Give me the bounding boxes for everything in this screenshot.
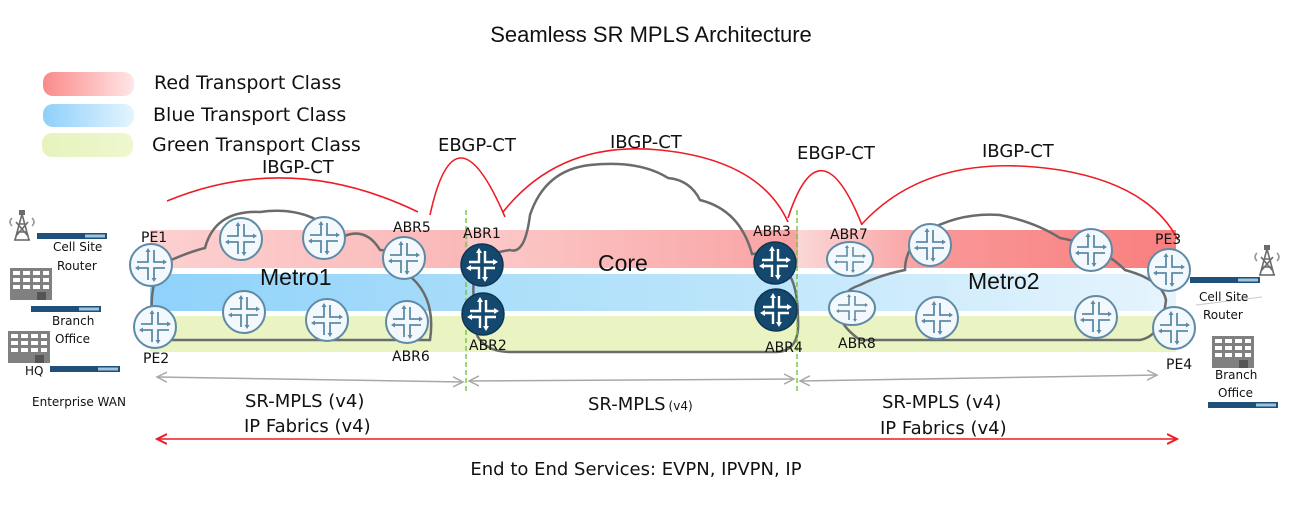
- arc-ebgp-left: [429, 157, 506, 218]
- right-cell-tower-icon: [1254, 244, 1280, 276]
- router-abr3[interactable]: [752, 240, 798, 286]
- router-abr8[interactable]: [828, 290, 876, 326]
- label-pe4: PE4: [1166, 357, 1192, 373]
- segment-metro1-line2: IP Fabrics (v4): [244, 416, 371, 437]
- legend-swatch-blue: [43, 104, 134, 127]
- segment-metro2-line2: IP Fabrics (v4): [880, 418, 1007, 439]
- legend-label-blue: Blue Transport Class: [153, 104, 346, 126]
- router-abr5[interactable]: [382, 236, 426, 280]
- right-branch-label-2: Office: [1218, 386, 1253, 400]
- router-pe1[interactable]: [129, 243, 173, 287]
- domain-label-core: Core: [598, 250, 648, 276]
- label-pe1: PE1: [141, 230, 167, 246]
- router-abr2[interactable]: [460, 291, 506, 337]
- diagram-title: Seamless SR MPLS Architecture: [490, 22, 812, 47]
- left-sites: Cell Site Router Branch Office HQ Enterp…: [8, 209, 126, 409]
- arc-ibgp-core: [502, 148, 789, 223]
- services-label: End to End Services: EVPN, IPVPN, IP: [470, 459, 801, 480]
- label-abr4: ABR4: [765, 340, 803, 356]
- segment-core: SR-MPLS(v4): [588, 394, 693, 415]
- router-abr7[interactable]: [826, 241, 874, 277]
- session-label-ebgp-right: EBGP-CT: [797, 143, 876, 164]
- router-pe4[interactable]: [1152, 306, 1196, 350]
- left-branch-label-1: Branch: [52, 314, 94, 328]
- router-metro2-top-b[interactable]: [1069, 228, 1113, 272]
- left-cell-site-label-1: Cell Site: [53, 240, 102, 254]
- label-abr8: ABR8: [838, 336, 876, 352]
- hq-building-icon: [8, 331, 50, 363]
- domain-label-metro1: Metro1: [260, 264, 332, 290]
- cell-site-router-icon: [37, 233, 107, 239]
- span-arrows: [157, 375, 1157, 382]
- segment-metro2-line1: SR-MPLS (v4): [882, 392, 1001, 413]
- hq-router-icon: [50, 366, 120, 372]
- legend-swatch-green: [42, 133, 133, 157]
- router-metro1-bot-b[interactable]: [305, 298, 349, 342]
- segment-core-main: SR-MPLS: [588, 394, 666, 415]
- legend-swatch-red: [43, 72, 134, 96]
- router-metro1-top-b[interactable]: [302, 216, 346, 260]
- cell-tower-icon: [9, 209, 35, 241]
- right-cell-site-label-2: Router: [1203, 308, 1243, 322]
- left-hq-label: HQ: [25, 364, 43, 378]
- right-cell-site-label-1: Cell Site: [1199, 290, 1248, 304]
- node-labels: PE1 PE2 ABR5 ABR6 ABR1 ABR2 ABR3 ABR4 AB…: [141, 220, 1192, 373]
- right-branch-building-icon: [1212, 336, 1254, 368]
- arc-ebgp-right: [787, 169, 863, 226]
- label-abr3: ABR3: [753, 224, 791, 240]
- enterprise-wan-label: Enterprise WAN: [32, 395, 126, 409]
- label-abr6: ABR6: [392, 349, 430, 365]
- router-metro2-bot-a[interactable]: [915, 296, 959, 340]
- label-abr2: ABR2: [469, 338, 507, 354]
- left-cell-site-label-2: Router: [57, 259, 97, 273]
- session-arcs: [166, 148, 1179, 241]
- legend: Red Transport Class Blue Transport Class…: [42, 72, 361, 157]
- right-branch-router-icon: [1208, 402, 1278, 408]
- span-arrow-core: [469, 379, 794, 381]
- left-branch-label-2: Office: [55, 332, 90, 346]
- right-branch-label-1: Branch: [1215, 368, 1257, 382]
- router-metro1-bot-a[interactable]: [222, 290, 266, 334]
- arc-ibgp-metro1: [166, 177, 419, 213]
- label-abr1: ABR1: [463, 226, 501, 242]
- router-abr6[interactable]: [385, 300, 429, 344]
- router-metro1-top-a[interactable]: [219, 217, 263, 261]
- segment-metro1-line1: SR-MPLS (v4): [245, 391, 364, 412]
- segment-core-suffix: (v4): [669, 399, 693, 413]
- session-label-ibgp-core: IBGP-CT: [610, 132, 683, 153]
- band-blue-core: [468, 274, 798, 311]
- label-abr5: ABR5: [393, 220, 431, 236]
- label-pe3: PE3: [1155, 232, 1181, 248]
- domain-label-metro2: Metro2: [968, 268, 1040, 294]
- label-pe2: PE2: [143, 351, 169, 367]
- legend-label-green: Green Transport Class: [152, 134, 361, 156]
- right-link-line: [1195, 296, 1263, 306]
- span-arrow-metro2: [800, 375, 1157, 381]
- band-red-core: [468, 230, 798, 268]
- branch-building-icon: [10, 268, 52, 300]
- label-abr7: ABR7: [830, 227, 868, 243]
- right-cell-site-router-icon: [1190, 277, 1260, 283]
- span-arrow-metro1: [157, 377, 463, 382]
- router-metro2-top-a[interactable]: [908, 223, 952, 267]
- router-abr1[interactable]: [459, 242, 505, 288]
- right-sites: Cell Site Router Branch Office: [1190, 244, 1280, 408]
- session-label-ibgp-metro1: IBGP-CT: [262, 157, 335, 178]
- session-label-ibgp-metro2: IBGP-CT: [982, 141, 1055, 162]
- router-metro2-bot-b[interactable]: [1074, 295, 1118, 339]
- arc-ibgp-metro2: [861, 164, 1179, 241]
- router-pe3[interactable]: [1147, 248, 1191, 292]
- band-green: [150, 316, 1176, 352]
- router-pe2[interactable]: [133, 305, 177, 349]
- session-label-ebgp-left: EBGP-CT: [438, 135, 517, 156]
- legend-label-red: Red Transport Class: [154, 72, 341, 94]
- branch-router-icon: [31, 306, 101, 312]
- router-abr4[interactable]: [753, 287, 799, 333]
